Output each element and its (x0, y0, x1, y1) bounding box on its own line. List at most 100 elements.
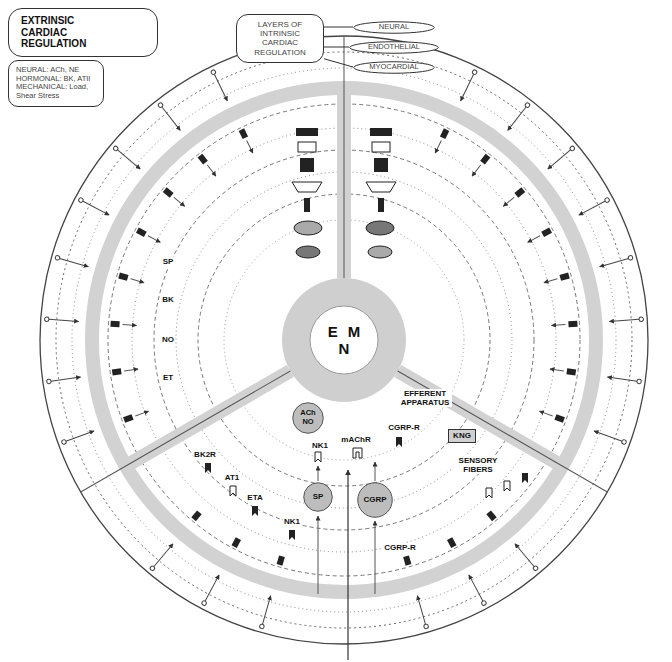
node-text: KNG (453, 431, 471, 440)
receptor-label: ETA (246, 493, 263, 502)
release-arrow (318, 466, 319, 481)
layer-ellipse: ENDOTHELIAL (349, 41, 439, 54)
mediator-circle: ACh NO (292, 402, 324, 434)
receptor-symbol (289, 530, 295, 540)
outer-ring (40, 36, 648, 644)
regulatory-arrow (78, 196, 162, 245)
cell-symbol (296, 128, 318, 136)
regulatory-arrow (526, 196, 610, 245)
receptor-symbol (353, 448, 362, 458)
receptor-label: AT1 (224, 473, 241, 482)
regulatory-arrow (551, 316, 643, 328)
receptor-symbol (504, 481, 510, 491)
regulatory-arrow (432, 69, 478, 154)
node-text: SP (313, 492, 324, 501)
regulatory-arrow (543, 254, 633, 285)
receptor-label: CGRP-R (383, 543, 417, 552)
cell-symbol (304, 198, 310, 212)
node-text: E (328, 323, 338, 340)
extrinsic-title-box: EXTRINSIC CARDIAC REGULATION (8, 8, 158, 57)
input-arrow (347, 470, 348, 660)
release-arrow (375, 462, 376, 481)
hub-ring (282, 278, 406, 402)
cell-symbol (298, 142, 316, 152)
receptor-label: NK1 (283, 517, 301, 526)
node-text: NEURAL: ACh, NE HORMONAL: BK, ATII MECHA… (16, 66, 96, 101)
circle-shape (314, 310, 375, 371)
regulatory-arrow (210, 69, 256, 154)
node-text: EXTRINSIC CARDIAC REGULATION (21, 15, 107, 50)
regulatory-arrow (550, 366, 642, 385)
receptor-label: BK2R (193, 450, 217, 459)
mediator-circle: CGRP (357, 482, 393, 518)
cell-symbol (292, 182, 322, 192)
hub-circle: EMN (313, 309, 375, 371)
receptor-symbol (315, 452, 321, 462)
cell-symbol (368, 246, 392, 258)
regulatory-arrow (538, 408, 627, 445)
release-arrow (318, 516, 319, 594)
cell-symbol (374, 158, 388, 172)
circle-shape (358, 483, 393, 518)
mediator-circle: SP (303, 482, 333, 512)
receptor-label: mAChR (340, 435, 371, 444)
cell-symbol (300, 158, 314, 172)
node-text: NEURAL (379, 23, 409, 32)
node-text: ENDOTHELIAL (368, 43, 420, 52)
regulatory-arrow (258, 555, 284, 629)
connector-line (324, 59, 353, 67)
receptor-symbol (230, 486, 236, 496)
regulatory-arrow (200, 537, 241, 606)
hub-core (310, 306, 378, 374)
sector-divider (81, 357, 315, 492)
cell-symbol (294, 221, 322, 235)
receptor-symbol (522, 473, 528, 483)
ellipse-shape (350, 41, 439, 53)
regulatory-arrow (470, 102, 531, 178)
cell-symbol (366, 182, 396, 192)
mediator-label: BK (161, 295, 175, 304)
sector-divider (344, 36, 345, 306)
connector-line (324, 47, 349, 48)
receptor-label: NK1 (311, 441, 329, 450)
mediator-label: ET (162, 373, 174, 382)
regulatory-arrow (61, 408, 150, 445)
mediator-label: NO (161, 335, 175, 344)
circle-shape (293, 403, 324, 434)
regulatory-arrow (447, 537, 488, 606)
layers-box: LAYERS OF INTRINSIC CARDIAC REGULATION (236, 14, 324, 63)
extrinsic-factors-box: NEURAL: ACh, NE HORMONAL: BK, ATII MECHA… (8, 60, 104, 107)
receptor-label: CGRP-R (387, 423, 421, 432)
region-label: SENSORY FIBERS (453, 456, 503, 474)
regulatory-arrow (157, 102, 218, 178)
regulatory-arrow (44, 316, 136, 328)
cell-symbol (366, 221, 394, 235)
cell-symbol (378, 198, 384, 212)
cell-symbol (370, 128, 392, 136)
receptor-symbol (486, 488, 492, 498)
node-text: MYOCARDIAL (369, 63, 419, 72)
regulatory-arrow (46, 366, 138, 385)
release-arrow (375, 521, 376, 594)
regulatory-arrow (403, 555, 429, 629)
cell-symbol (372, 142, 390, 152)
layer-ellipse: NEURAL (353, 21, 435, 34)
node-text: CGRP (363, 495, 386, 504)
receptor-symbol (396, 437, 402, 447)
ellipse-shape (354, 21, 435, 33)
node-text: LAYERS OF INTRINSIC CARDIAC REGULATION (242, 20, 318, 57)
node-text: ACh NO (296, 409, 320, 426)
cell-symbol (296, 246, 320, 258)
sector-divider (373, 357, 607, 492)
circle-shape (304, 483, 333, 512)
node-text: N (339, 340, 350, 357)
regulatory-arrow (112, 145, 186, 209)
mediator-label: SP (162, 257, 175, 266)
regulatory-arrow (149, 510, 202, 571)
connector-line (324, 27, 353, 28)
region-label: EFFERENT APPARATUS (398, 389, 452, 407)
node-text: M (348, 323, 361, 340)
kininogen-box: KNG (448, 429, 476, 442)
